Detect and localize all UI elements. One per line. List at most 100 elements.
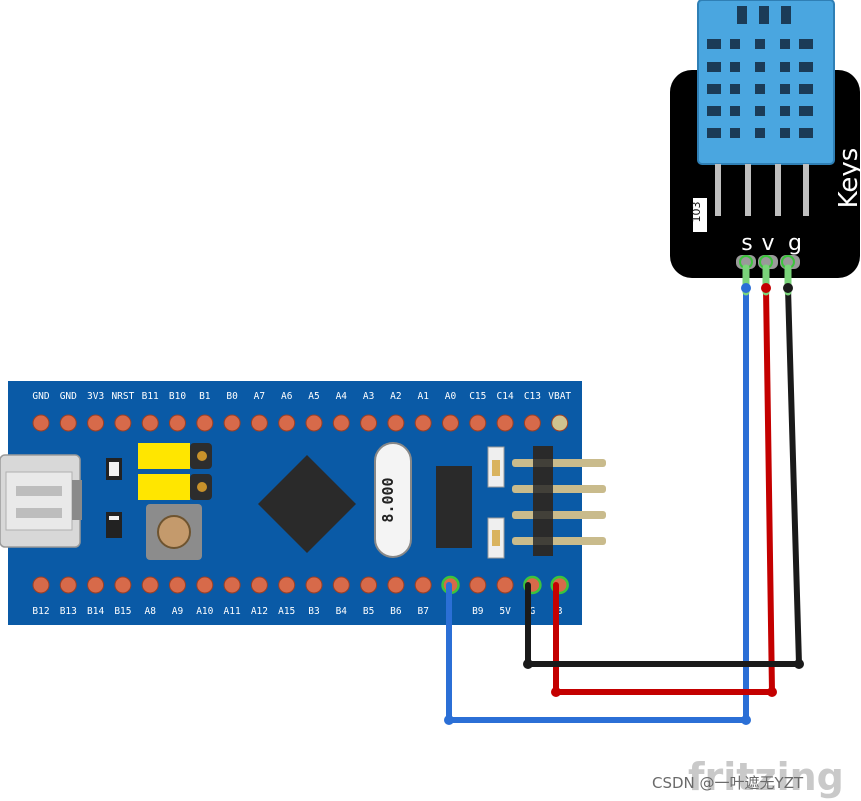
top-pin-label: A4 xyxy=(336,391,348,402)
top-pin xyxy=(141,414,159,432)
top-pin xyxy=(114,414,132,432)
sensor-pin-g-label: g xyxy=(788,231,802,256)
top-pin-label: A7 xyxy=(254,391,265,402)
bottom-pin xyxy=(305,576,323,594)
bottom-pin-label: B7 xyxy=(417,606,428,617)
crystal: 8.000 xyxy=(374,442,412,558)
bottom-pin xyxy=(141,576,159,594)
top-pin-label: VBAT xyxy=(548,391,571,402)
top-pin xyxy=(250,414,268,432)
bottom-pin xyxy=(387,576,405,594)
bottom-pin-row xyxy=(32,575,569,595)
top-pin xyxy=(469,414,487,432)
bottom-pin-label: A12 xyxy=(251,606,268,617)
swd-header xyxy=(512,446,606,556)
top-pin xyxy=(169,414,186,432)
bottom-pin-label: A15 xyxy=(278,606,295,617)
reset-button xyxy=(146,504,202,560)
resistor-label: 103 xyxy=(690,202,703,223)
top-pin-label: A1 xyxy=(417,391,429,402)
top-pin xyxy=(278,414,296,432)
stm32-board: GND GND 3V3 NRST B11 B10 B1 B0 A7 A6 A5 A4 A3 A2 A1 A0 C… xyxy=(0,381,606,625)
bottom-pin-label: A10 xyxy=(196,606,213,617)
top-pin-label: B11 xyxy=(142,391,159,402)
boot-jumpers xyxy=(138,443,212,500)
fritzing-logo: fritzing xyxy=(688,755,844,799)
bottom-pin-label: B9 xyxy=(472,606,484,617)
bottom-pin xyxy=(414,576,432,594)
bottom-pin xyxy=(196,576,214,594)
voltage-regulator xyxy=(436,466,472,548)
bottom-pin-label: B14 xyxy=(87,606,104,617)
bottom-pin xyxy=(360,576,378,594)
top-pin-label: C14 xyxy=(497,391,514,402)
bottom-pin xyxy=(469,576,487,594)
top-pin-label: 3V3 xyxy=(87,391,104,402)
top-pin-labels: GND GND 3V3 NRST B11 B10 B1 B0 A7 A6 A5 A4 A3 A2 A1 A0 C… xyxy=(32,391,571,402)
top-pin xyxy=(87,414,105,432)
top-pin xyxy=(551,414,569,432)
top-pin xyxy=(496,414,514,432)
sensor-legs xyxy=(715,164,809,216)
top-pin-label: A3 xyxy=(363,391,374,402)
top-pin-label: B1 xyxy=(199,391,211,402)
bottom-pin-label: B6 xyxy=(390,606,402,617)
bottom-pin-label: B13 xyxy=(60,606,77,617)
top-pin-label: A2 xyxy=(390,391,401,402)
dht11-sensor: 103 Keys s v g xyxy=(670,0,861,278)
top-pin-label: A6 xyxy=(281,391,293,402)
bottom-pin xyxy=(223,576,241,594)
bottom-pin xyxy=(87,576,105,594)
top-pin xyxy=(223,414,241,432)
bottom-pin-label: G xyxy=(530,606,536,617)
top-pin-label: C13 xyxy=(524,391,541,402)
bottom-pin-label: B4 xyxy=(336,606,348,617)
top-pin xyxy=(442,414,459,432)
sensor-pin-v-label: v xyxy=(761,231,774,256)
bottom-pin xyxy=(114,576,132,594)
bottom-pin xyxy=(59,576,77,594)
top-pin-label: B0 xyxy=(226,391,238,402)
sensor-brand: Keys xyxy=(834,148,861,209)
bottom-pin xyxy=(250,576,268,594)
bottom-pin xyxy=(496,576,514,594)
bottom-pin-label: A9 xyxy=(172,606,184,617)
bottom-pin-label: B12 xyxy=(32,606,49,617)
mcu-chip xyxy=(258,455,356,553)
bottom-pin xyxy=(169,576,186,594)
bottom-pin xyxy=(278,576,296,594)
top-pin xyxy=(305,414,323,432)
crystal-label: 8.000 xyxy=(379,477,397,522)
watermark: fritzing CSDN @一叶遮无YZT xyxy=(652,755,844,799)
top-pin-label: GND xyxy=(32,391,49,402)
bottom-pin-label: B5 xyxy=(363,606,374,617)
top-pin xyxy=(523,414,541,432)
top-pin-row xyxy=(32,414,569,432)
gnd-wire xyxy=(525,285,802,667)
bottom-pin xyxy=(332,576,350,594)
top-pin-label: B10 xyxy=(169,391,186,402)
bottom-pin xyxy=(32,576,50,594)
sensor-grille xyxy=(707,6,813,138)
top-pin xyxy=(32,414,50,432)
top-pin-label: C15 xyxy=(469,391,486,402)
top-pin-label: A0 xyxy=(445,391,457,402)
top-pin-label: NRST xyxy=(111,391,134,402)
bottom-pin-label: 5V xyxy=(499,606,511,617)
vcc-wire xyxy=(553,285,775,695)
sensor-pin-s-label: s xyxy=(741,231,752,256)
top-pin-label: A5 xyxy=(308,391,319,402)
top-pin-label: GND xyxy=(60,391,77,402)
wires xyxy=(444,264,804,725)
top-pin xyxy=(59,414,77,432)
top-pin xyxy=(387,414,405,432)
csdn-credit: CSDN @一叶遮无YZT xyxy=(652,774,804,792)
bottom-pin-label: 3 xyxy=(557,606,563,617)
top-pin xyxy=(196,414,214,432)
bottom-pin-label: A8 xyxy=(144,606,156,617)
top-pin xyxy=(414,414,432,432)
smd-component-2 xyxy=(106,512,122,538)
bottom-pin-label: B15 xyxy=(114,606,131,617)
